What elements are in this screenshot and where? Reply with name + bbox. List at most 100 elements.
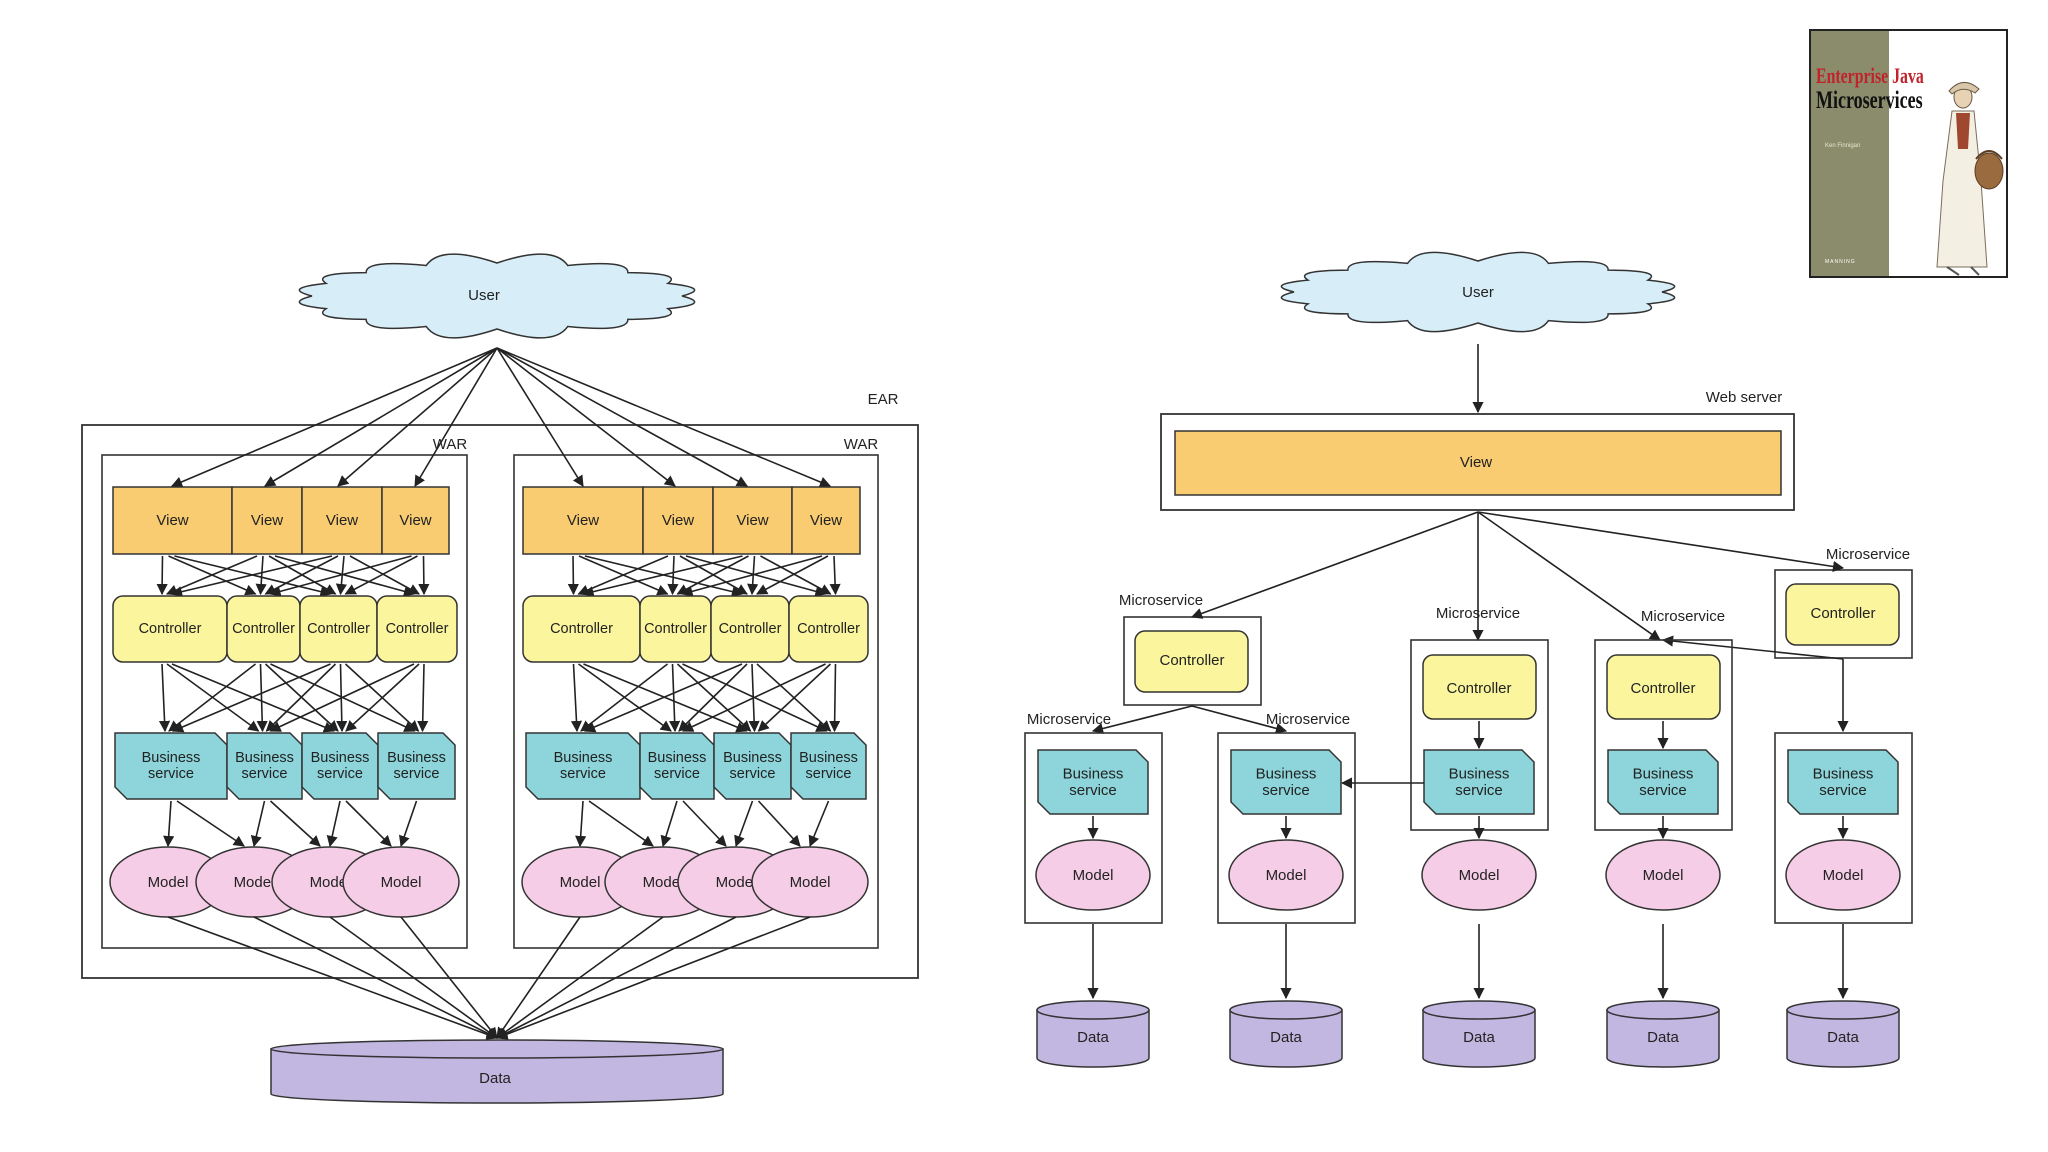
view-to-controller-arrow: [1190, 511, 1479, 619]
controller-to-controller-arrow: [1661, 635, 1844, 660]
war2-business-label-line1: Business: [648, 750, 707, 766]
war1-controller-to-business-arrow: [265, 663, 337, 732]
war2-business-label-line1: Business: [723, 750, 782, 766]
war2-model-to-data-arrow: [496, 916, 737, 1039]
right-business-label-line2: service: [1455, 782, 1503, 799]
war2-user-to-view-arrow: [496, 347, 676, 487]
war2-business-box: [713, 732, 792, 800]
right-data-label: Data: [1463, 1029, 1495, 1046]
right-model-label: Model: [1266, 867, 1307, 884]
right-controller-label: Controller: [1159, 652, 1224, 669]
war2-container: [513, 454, 879, 949]
war1-view-to-controller-arrow: [274, 555, 416, 597]
war2-model-label: Model: [560, 874, 601, 891]
war1-model-to-data-arrow: [167, 916, 499, 1040]
book-publisher: MANNING: [1825, 259, 1856, 265]
war2-view-box: [712, 486, 793, 555]
right-business-box: [1607, 749, 1719, 815]
war1-view-to-controller-arrow: [349, 555, 420, 595]
view-to-controller-arrow: [1477, 511, 1845, 573]
war1-view-box: [231, 486, 303, 555]
war2-controller-to-business-arrow: [681, 663, 826, 732]
right-model-ellipse: [1421, 839, 1537, 911]
war1-view-to-controller-arrow: [344, 555, 418, 595]
right-user-label: User: [1462, 284, 1494, 301]
war1-business-label-line2: service: [394, 766, 440, 782]
right-model-ellipse: [1785, 839, 1901, 911]
right-model-label: Model: [1823, 867, 1864, 884]
war2-user-to-view-arrow: [496, 347, 748, 487]
war2-model-label: Model: [790, 874, 831, 891]
war1-controller-to-business-arrow: [417, 663, 429, 733]
war2-business-box: [525, 732, 641, 800]
war2-view-to-controller-arrow: [681, 555, 823, 597]
left-user-label: User: [468, 287, 500, 304]
right-controller-box: [1606, 654, 1721, 720]
war1-view-label: View: [326, 512, 358, 529]
war2-controller-to-business-arrow: [583, 663, 743, 733]
war1-business-box: [226, 732, 303, 800]
war1-controller-label: Controller: [307, 621, 370, 637]
war1-controller-to-business-arrow: [168, 663, 256, 732]
war1-business-label-line1: Business: [142, 750, 201, 766]
right-model-label: Model: [1643, 867, 1684, 884]
war1-business-to-model-arrow: [163, 800, 175, 848]
war1-business-to-model-arrow: [250, 800, 266, 848]
war2-controller-to-business-arrow: [757, 663, 832, 732]
war1-view-box: [381, 486, 450, 555]
right-data-store-body: [1606, 1009, 1720, 1068]
war2-view-label: View: [810, 512, 842, 529]
war1-label: WAR: [433, 436, 468, 453]
war1-business-to-model-arrow: [176, 800, 245, 847]
microservice-label: Microservice: [1436, 605, 1520, 622]
war1-view-box: [112, 486, 233, 555]
war2-view-to-controller-arrow: [829, 555, 841, 596]
war1-business-to-model-arrow: [326, 800, 341, 848]
war1-user-to-view-arrow: [414, 347, 498, 487]
war2-business-label-line2: service: [560, 766, 606, 782]
war2-model-to-data-arrow: [496, 916, 581, 1039]
right-data-store: [1036, 1000, 1150, 1068]
war2-model-to-data-arrow: [496, 916, 664, 1039]
controller-to-business-arrow: [1091, 705, 1193, 734]
right-data-label: Data: [1077, 1029, 1109, 1046]
war2-label: WAR: [844, 436, 879, 453]
right-business-label-line2: service: [1069, 782, 1117, 799]
right-model-label: Model: [1073, 867, 1114, 884]
war1-controller-to-business-arrow: [345, 663, 420, 732]
war2-business-box: [639, 732, 715, 800]
war2-controller-box: [788, 595, 869, 663]
war1-controller-label: Controller: [139, 621, 202, 637]
war1-view-to-controller-arrow: [255, 555, 267, 596]
war1-business-label-line1: Business: [387, 750, 446, 766]
microservice-container: [1024, 732, 1163, 924]
view-to-controller-arrow: [1477, 511, 1661, 641]
microservice-label: Microservice: [1826, 546, 1910, 563]
war2-view-label: View: [736, 512, 768, 529]
war2-model-label: Model: [643, 874, 684, 891]
war1-business-box: [301, 732, 379, 800]
right-business-box: [1230, 749, 1342, 815]
right-business-label-line1: Business: [1449, 766, 1510, 783]
war2-controller-label: Controller: [644, 621, 707, 637]
right-data-store-top: [1606, 1000, 1720, 1020]
war2-view-to-controller-arrow: [582, 555, 743, 598]
web-server-container: [1160, 413, 1795, 511]
microservice-label: Microservice: [1119, 592, 1203, 609]
war1-model-to-data-arrow: [400, 916, 498, 1039]
war1-business-to-model-arrow: [345, 800, 392, 847]
war2-business-to-model-arrow: [682, 800, 727, 847]
right-user-cloud: [1280, 251, 1676, 333]
war2-view-box: [791, 486, 861, 555]
war1-model-label: Model: [148, 874, 189, 891]
war1-business-label-line2: service: [148, 766, 194, 782]
war2-business-to-model-arrow: [588, 800, 654, 847]
right-data-store: [1606, 1000, 1720, 1068]
right-business-label-line2: service: [1262, 782, 1310, 799]
right-controller-box: [1785, 583, 1900, 646]
right-data-store-body: [1229, 1009, 1343, 1068]
right-view-label: View: [1460, 454, 1492, 471]
war2-business-to-model-arrow: [575, 800, 587, 848]
right-data-label: Data: [1827, 1029, 1859, 1046]
